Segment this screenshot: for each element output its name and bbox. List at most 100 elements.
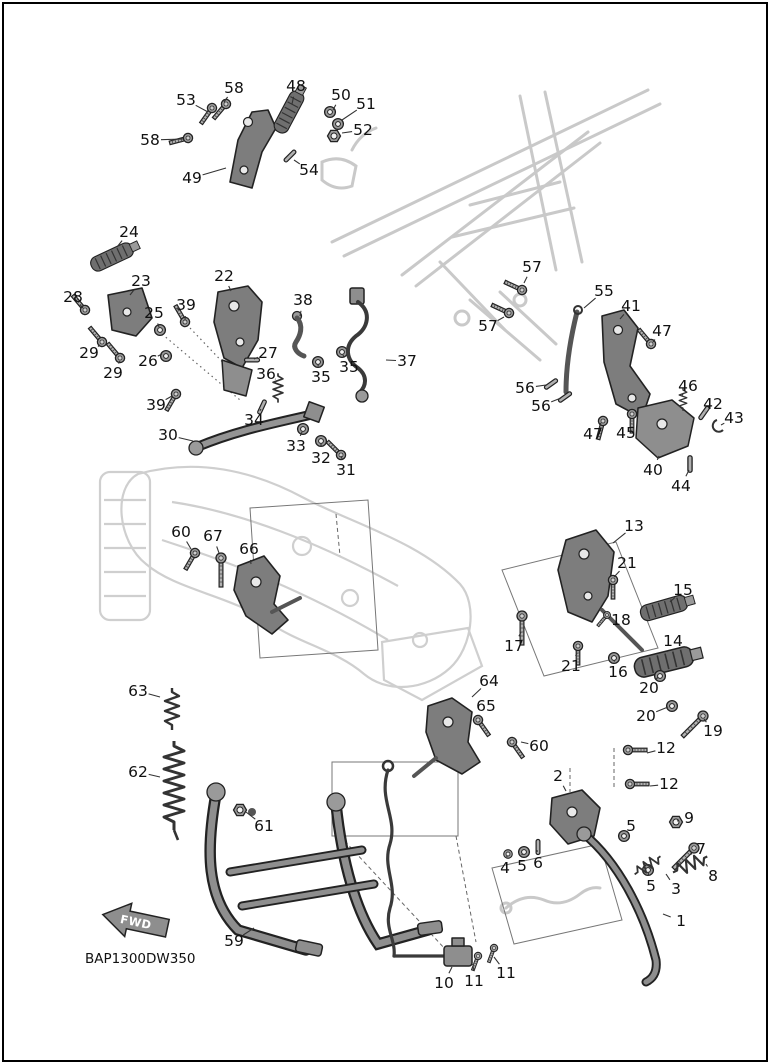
brake-linkage-assembly: [188, 287, 369, 463]
part-label-46: 46: [678, 377, 698, 395]
fwd-arrow: FWD: [101, 902, 171, 939]
part-label-38: 38: [293, 291, 313, 309]
part-label-60: 60: [529, 737, 549, 755]
leader-lines-layer: [79, 96, 725, 974]
leader-line: [448, 966, 453, 974]
part-label-8: 8: [708, 867, 718, 885]
ghost-shift-lever: [499, 886, 602, 915]
leader-line: [681, 393, 684, 396]
pin-56a: [543, 377, 559, 391]
leader-line: [655, 706, 669, 713]
part-label-3: 3: [671, 880, 681, 898]
leader-line: [613, 570, 620, 578]
engine-bracket-lower: [412, 697, 528, 778]
leader-line: [242, 927, 255, 936]
part-label-42: 42: [703, 395, 723, 413]
leader-line: [518, 631, 522, 637]
part-label-55: 55: [594, 282, 614, 300]
leader-line: [520, 741, 529, 745]
part-label-23: 23: [131, 272, 151, 290]
part-24-footrest: [87, 237, 143, 274]
leader-line: [341, 109, 358, 121]
leader-line: [471, 688, 482, 698]
part-label-66: 66: [239, 540, 259, 558]
leader-line: [165, 395, 173, 401]
part-label-33: 33: [286, 437, 306, 455]
part-label-11: 11: [464, 972, 484, 990]
part-label-35: 35: [339, 358, 359, 376]
part-label-16: 16: [608, 663, 628, 681]
leader-line: [223, 96, 229, 103]
part-label-17: 17: [504, 637, 524, 655]
part-label-15: 15: [673, 581, 693, 599]
leader-line: [202, 167, 227, 176]
leader-line: [646, 750, 656, 754]
leader-line: [478, 714, 481, 717]
bolt-60b: [504, 734, 528, 761]
leader-line: [160, 138, 184, 141]
leader-line: [685, 469, 690, 477]
leader-line: [291, 96, 295, 105]
part-label-44: 44: [671, 477, 691, 495]
ghost-frame-rear: [320, 88, 662, 362]
part-label-7: 7: [696, 840, 706, 858]
leader-line: [157, 353, 163, 357]
part-label-40: 40: [643, 461, 663, 479]
bolt-12b: [624, 778, 650, 790]
leader-line: [148, 693, 161, 698]
leader-line: [523, 276, 528, 284]
stand-switch-assembly: [381, 759, 500, 973]
part-label-27: 27: [258, 344, 278, 362]
part-label-47: 47: [583, 425, 603, 443]
washer-25: [153, 323, 167, 337]
part-label-32: 32: [311, 449, 331, 467]
leader-line: [562, 785, 567, 792]
spring-62: [162, 739, 186, 832]
leader-line: [385, 359, 397, 362]
part-label-21: 21: [617, 554, 637, 572]
front-footrest-assembly-top: [167, 82, 345, 189]
part-59-main-stand: [204, 782, 444, 957]
nut-61: [232, 803, 248, 817]
nut-52: [326, 129, 342, 143]
part-label-20: 20: [636, 707, 656, 725]
part-label-51: 51: [356, 95, 376, 113]
leader-line: [148, 773, 161, 778]
part-label-29: 29: [103, 364, 123, 382]
leader-line: [216, 546, 220, 554]
part-label-21: 21: [561, 657, 581, 675]
part-label-60: 60: [171, 523, 191, 541]
part-label-39: 39: [146, 396, 166, 414]
part-label-63: 63: [128, 682, 148, 700]
part-label-54: 54: [299, 161, 319, 179]
leader-line: [228, 285, 232, 292]
leader-line: [253, 356, 259, 360]
leader-line: [118, 360, 121, 364]
leader-line: [575, 652, 578, 657]
leader-line: [655, 676, 659, 680]
bolt-57a: [502, 277, 529, 297]
part-label-57: 57: [522, 258, 542, 276]
part-label-12: 12: [656, 739, 676, 757]
leader-line: [293, 159, 301, 165]
part-label-57: 57: [478, 317, 498, 335]
leader-line: [669, 597, 676, 603]
part-label-1: 1: [676, 912, 686, 930]
part-label-65: 65: [476, 697, 496, 715]
stand-springs: [162, 686, 248, 841]
front-footrest-assembly-left: [68, 237, 284, 414]
bolt-12a: [622, 744, 648, 756]
leader-line: [116, 240, 123, 248]
leader-line: [245, 811, 256, 820]
leader-line: [342, 354, 345, 358]
part-label-31: 31: [336, 461, 356, 479]
part-label-35: 35: [311, 368, 331, 386]
washer-51: [331, 117, 345, 131]
part-label-43: 43: [724, 409, 744, 427]
leader-line: [178, 437, 194, 442]
part-label-6: 6: [533, 854, 543, 872]
part-label-29: 29: [79, 344, 99, 362]
fwd-label: FWD: [119, 912, 153, 932]
leader-line: [599, 422, 602, 426]
